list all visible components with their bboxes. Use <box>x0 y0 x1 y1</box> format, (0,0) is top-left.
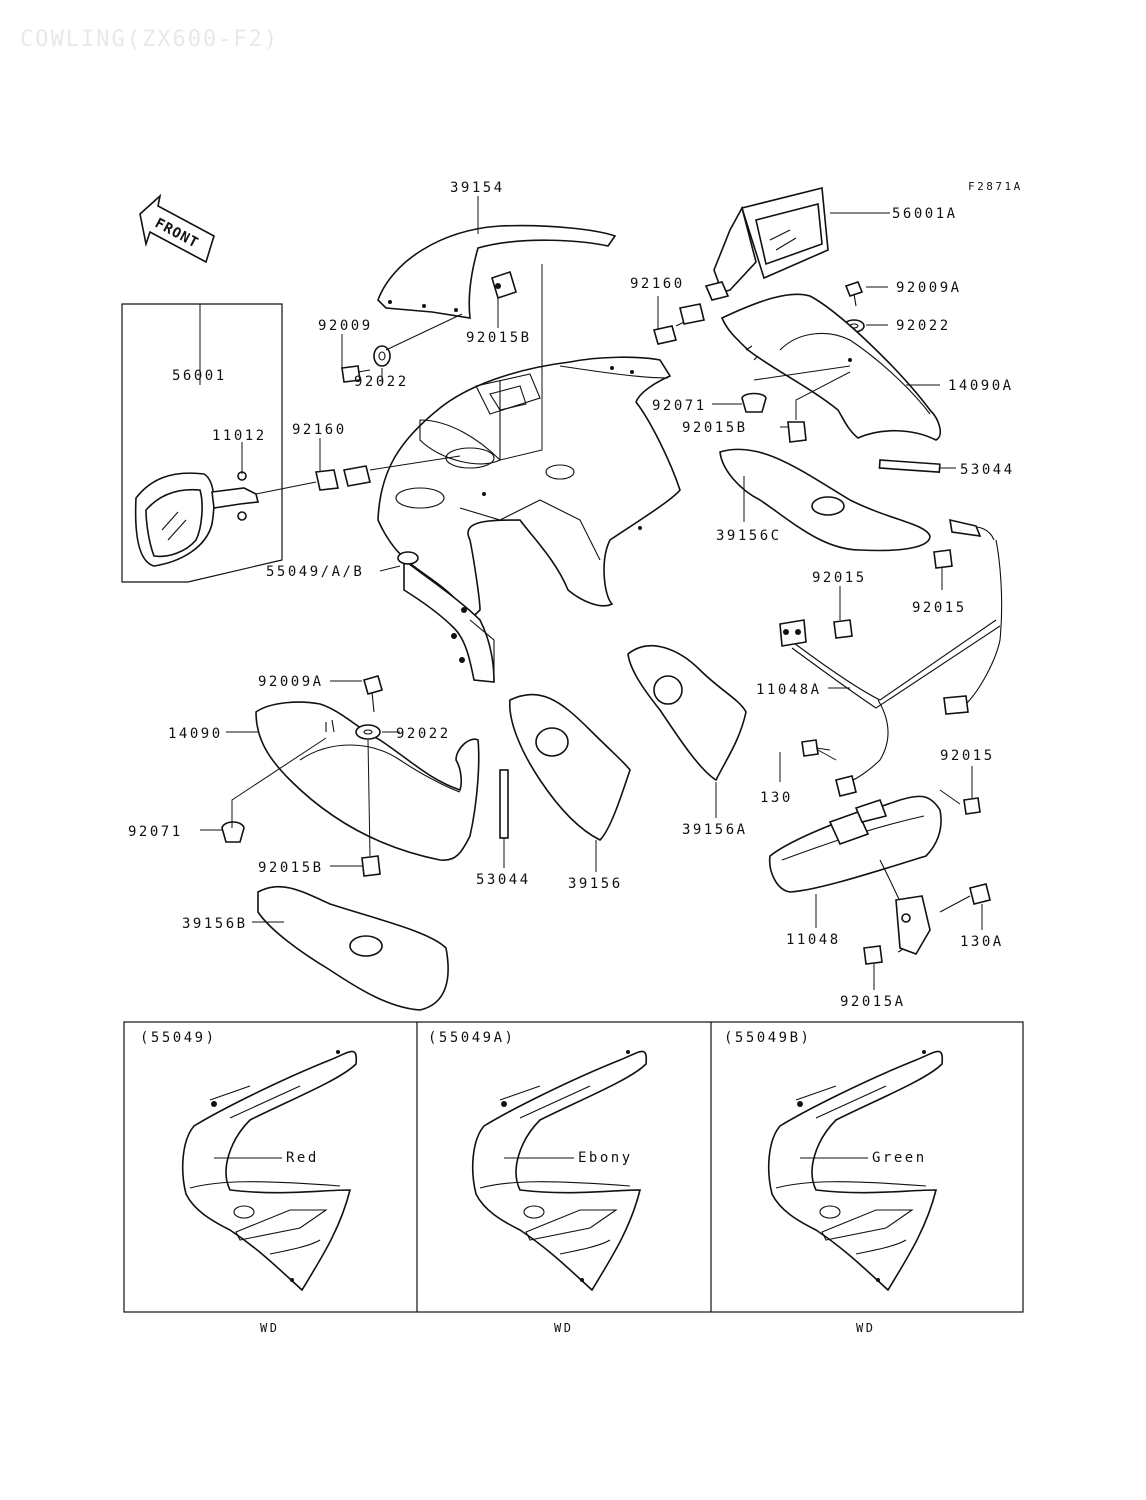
label-53044-low: 53044 <box>476 872 531 888</box>
nut-92015B-right <box>787 421 807 443</box>
rod-53044-low <box>499 769 509 839</box>
variants-table <box>123 1021 1024 1313</box>
leader-lines <box>199 196 983 990</box>
label-92015-a: 92015 <box>812 570 867 586</box>
label-92015-c: 92015 <box>940 748 995 764</box>
label-92160-top: 92160 <box>630 276 685 292</box>
label-92071-left: 92071 <box>128 824 183 840</box>
mirror-56001A <box>704 186 829 301</box>
label-92015B-low: 92015B <box>258 860 324 876</box>
label-56001: 56001 <box>172 368 227 384</box>
label-92071-right: 92071 <box>652 398 707 414</box>
label-92022-top: 92022 <box>896 318 951 334</box>
figure-id: F2871A <box>968 180 1023 193</box>
bolt-130 <box>801 739 831 757</box>
label-130: 130 <box>760 790 793 806</box>
screw-92009 <box>341 365 371 383</box>
washer-92022-mid <box>373 345 391 367</box>
label-92015-b: 92015 <box>912 600 967 616</box>
duct-14090 <box>255 701 480 861</box>
washer-92022-low <box>355 724 381 740</box>
bolt-130A <box>939 883 991 913</box>
bracket-92160-top <box>652 303 705 345</box>
label-55049AB: 55049/A/B <box>266 564 364 580</box>
label-92160-left: 92160 <box>292 422 347 438</box>
rod-53044-right <box>878 459 941 474</box>
side-cowl-drawing-1 <box>181 1050 358 1292</box>
variant-color-2: Ebony <box>578 1150 633 1166</box>
stay-11048A <box>779 518 1003 797</box>
label-39154: 39154 <box>450 180 505 196</box>
label-92022-mid: 92022 <box>354 374 409 390</box>
label-92015A: 92015A <box>840 994 906 1010</box>
label-53044-right: 53044 <box>960 462 1015 478</box>
side-cowl-drawing-2 <box>471 1050 648 1292</box>
grommet-92071-right <box>741 392 767 413</box>
label-39156A: 39156A <box>682 822 748 838</box>
side-cowl-drawing-3 <box>767 1050 944 1292</box>
label-11012: 11012 <box>212 428 267 444</box>
label-92015B-top: 92015B <box>466 330 532 346</box>
variant-note-1: WD <box>260 1321 279 1335</box>
variant-color-3: Green <box>872 1150 927 1166</box>
label-56001A: 56001A <box>892 206 958 222</box>
stay-11048 <box>768 795 942 955</box>
insulator-39156B <box>257 885 449 1011</box>
label-11048: 11048 <box>786 932 841 948</box>
mirror-56001 <box>121 303 283 583</box>
upper-cowling <box>377 356 681 618</box>
label-92015B-right: 92015B <box>682 420 748 436</box>
duct-14090A <box>720 293 942 441</box>
variant-code-2: (55049A) <box>428 1030 515 1046</box>
bracket-92160-left <box>315 465 371 491</box>
variant-cell-2: (55049A) Ebony WD <box>428 1030 648 1335</box>
label-130A: 130A <box>960 934 1004 950</box>
nut-92015-b <box>933 549 953 569</box>
ghost-title: COWLING(ZX600-F2) <box>20 27 279 52</box>
label-39156B: 39156B <box>182 916 248 932</box>
grommet-92071-left <box>221 821 245 843</box>
nut-92015-a <box>833 619 853 639</box>
variant-cell-1: (55049) Red WD <box>140 1030 358 1335</box>
variant-cell-3: (55049B) Green WD <box>724 1030 944 1335</box>
label-92009A-low: 92009A <box>258 674 324 690</box>
nut-92015B-low <box>361 855 381 877</box>
label-39156: 39156 <box>568 876 623 892</box>
label-92009: 92009 <box>318 318 373 334</box>
nut-92015-c <box>963 797 981 815</box>
label-92022-low: 92022 <box>396 726 451 742</box>
variant-code-3: (55049B) <box>724 1030 811 1046</box>
label-92009A-top: 92009A <box>896 280 962 296</box>
front-arrow-icon: FRONT <box>139 193 215 264</box>
label-11048A: 11048A <box>756 682 822 698</box>
label-39156C: 39156C <box>716 528 782 544</box>
variant-note-3: WD <box>856 1321 875 1335</box>
nut-92015A <box>863 945 883 965</box>
side-panel <box>397 551 495 683</box>
part-labels: 39154 56001A 92009A 92022 92160 92009 92… <box>128 180 1015 1010</box>
insulator-39156A <box>627 644 747 782</box>
insulator-39156 <box>509 693 631 841</box>
insulator-39156C <box>719 448 931 552</box>
variant-color-1: Red <box>286 1150 319 1166</box>
screw-92009A-top <box>844 281 864 307</box>
variant-note-2: WD <box>554 1321 573 1335</box>
windshield-39154 <box>377 224 617 319</box>
variant-code-1: (55049) <box>140 1030 217 1046</box>
screw-92009A-low <box>363 675 383 713</box>
label-14090A: 14090A <box>948 378 1014 394</box>
label-14090: 14090 <box>168 726 223 742</box>
